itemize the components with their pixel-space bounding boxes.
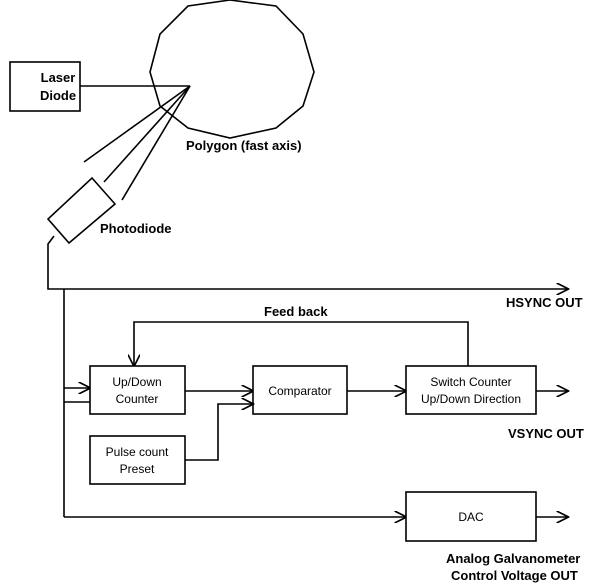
dac-label: DAC <box>458 510 484 524</box>
updown-counter-label-2: Counter <box>116 392 159 406</box>
pulse-preset-label-2: Preset <box>120 462 155 476</box>
photodiode-sensor <box>46 176 117 245</box>
vsync-label: VSYNC OUT <box>508 426 584 441</box>
hsync-label: HSYNC OUT <box>506 295 583 310</box>
switch-counter-label-1: Switch Counter <box>430 375 511 389</box>
comparator-block <box>252 365 348 415</box>
reflected-beam-3 <box>121 85 191 201</box>
updown-counter-block <box>89 365 186 415</box>
reflected-beam-1 <box>83 85 191 163</box>
switch-counter-block <box>405 365 537 415</box>
pulse-preset-block <box>89 435 186 485</box>
polygon-label: Polygon (fast axis) <box>186 138 302 153</box>
feedback-wire <box>134 321 469 366</box>
preset-to-comparator-wire <box>185 404 253 461</box>
laser-diode-label-2: Diode <box>40 88 76 103</box>
pulse-preset-label-1: Pulse count <box>106 445 169 459</box>
laser-diode-label-1: Laser <box>41 70 76 85</box>
reflected-beam-2 <box>103 85 191 183</box>
photodiode-output-wire <box>47 235 64 290</box>
updown-counter-label-1: Up/Down <box>112 375 161 389</box>
photodiode-label: Photodiode <box>100 221 172 236</box>
laser-diode-block <box>9 61 81 112</box>
feedback-label: Feed back <box>264 304 328 319</box>
comparator-label: Comparator <box>268 384 331 398</box>
switch-counter-label-2: Up/Down Direction <box>421 392 521 406</box>
polygon-mirror <box>149 0 315 139</box>
analog-out-label-2: Control Voltage OUT <box>451 568 578 583</box>
analog-out-label-1: Analog Galvanometer <box>446 551 580 566</box>
